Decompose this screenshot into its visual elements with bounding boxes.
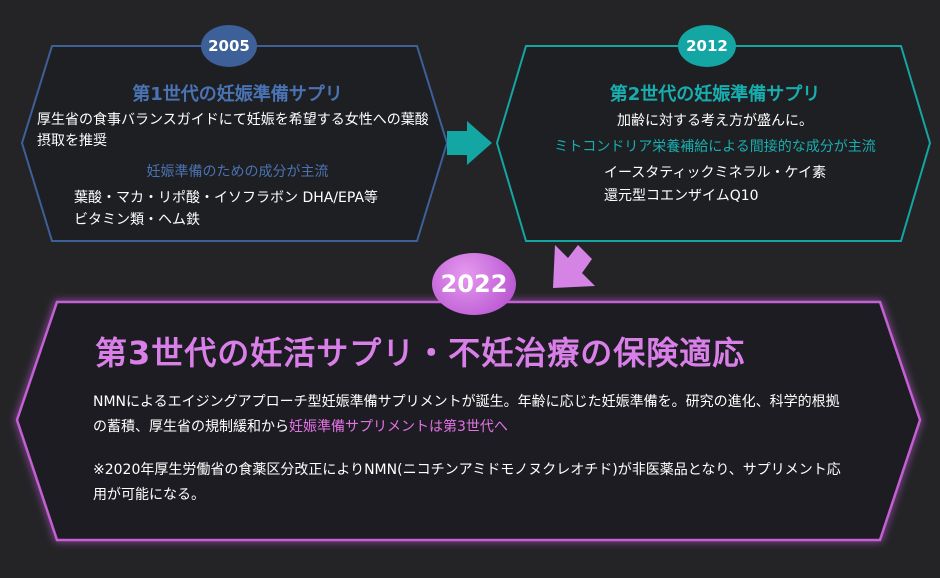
gen1-description: 厚生省の食事バランスガイドにて妊娠を希望する女性への葉酸摂取を推奨	[37, 112, 429, 149]
gen1-subheading: 妊娠準備のための成分が主流	[146, 164, 329, 180]
gen2-ingredients-line1: イースタティックミネラル・ケイ素	[604, 165, 827, 181]
gen1-ingredients-line2: ビタミン類・ヘム鉄	[74, 212, 200, 228]
year-badge-2012: 2012	[678, 25, 736, 67]
gen2-description: 加齢に対する考え方が盛んに。	[617, 113, 813, 129]
gen3-description-block: NMNによるエイジングアプローチ型妊娠準備サプリメントが誕生。年齢に応じた妊娠準…	[93, 390, 853, 440]
gen2-subheading: ミトコンドリア栄養補給による間接的な成分が主流	[554, 139, 876, 155]
gen3-note: ※2020年厚生労働省の食薬区分改正によりNMN(ニコチンアミドモノヌクレオチド…	[93, 462, 841, 503]
gen2-ingredients-line2: 還元型コエンザイムQ10	[604, 188, 759, 204]
gen3-highlight: 妊娠準備サプリメントは第3世代へ	[289, 419, 508, 435]
gen3-title: 第3世代の妊活サプリ・不妊治療の保険適応	[95, 334, 746, 372]
year-badge-2022: 2022	[432, 253, 516, 315]
arrow-right-icon	[447, 121, 492, 165]
gen1-hexagon	[20, 45, 449, 242]
gen1-title: 第1世代の妊娠準備サプリ	[132, 84, 343, 105]
gen1-ingredients-line1: 葉酸・マカ・リポ酸・イソフラボン DHA/EPA等	[74, 190, 379, 206]
gen3-hexagon	[15, 300, 922, 542]
year-badge-2005: 2005	[201, 25, 257, 67]
gen2-title: 第2世代の妊娠準備サプリ	[609, 84, 821, 105]
gen3-description: NMNによるエイジングアプローチ型妊娠準備サプリメントが誕生。年齢に応じた妊娠準…	[93, 394, 840, 435]
gen2-hexagon	[495, 45, 932, 242]
arrow-down-left-icon	[553, 245, 595, 288]
